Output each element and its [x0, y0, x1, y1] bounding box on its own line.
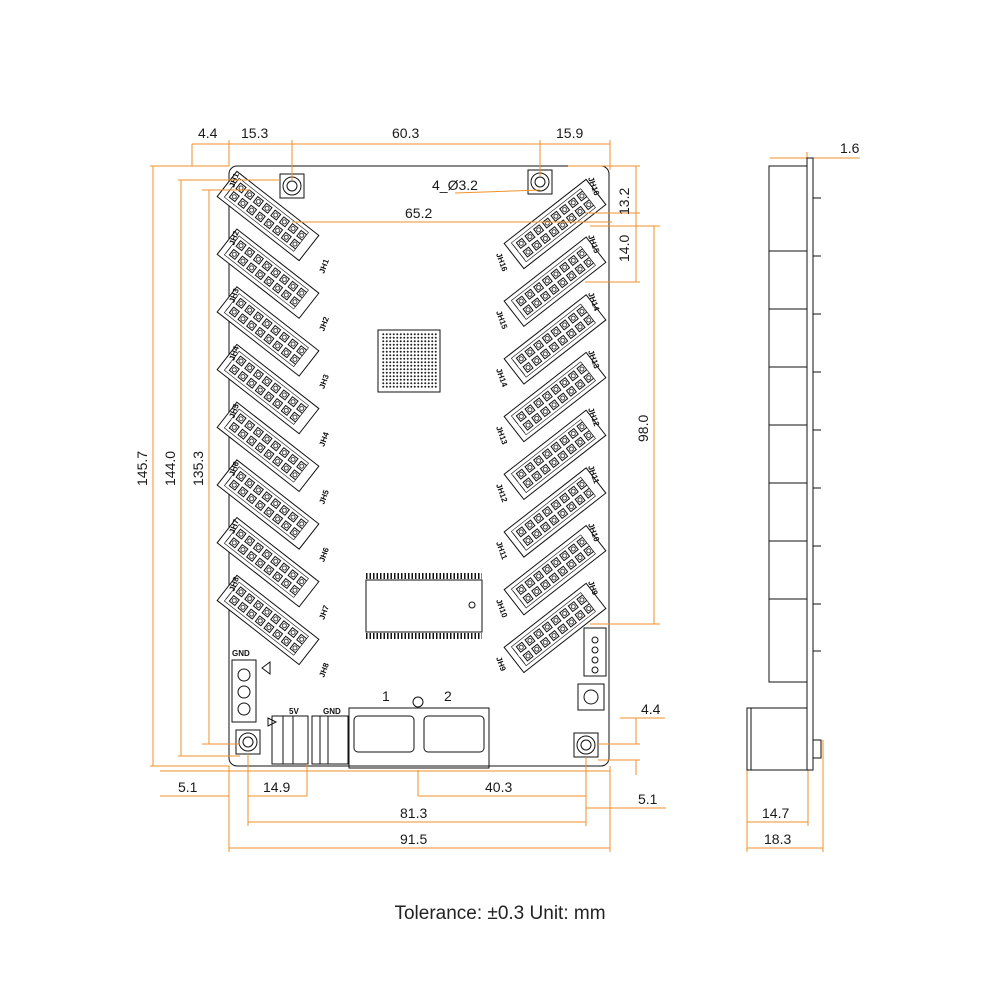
left-header-7 [216, 516, 320, 608]
left-header-label: JH1 [317, 257, 331, 274]
gnd-label: GND [232, 649, 250, 658]
dim-height-total: 145.7 [134, 451, 150, 486]
dim-thickness: 1.6 [840, 140, 860, 156]
dim-hole-left: 15.3 [241, 125, 268, 141]
dim-width-total: 91.5 [400, 831, 427, 847]
dimension-labels: 4.4 15.3 60.3 15.9 4_Ø3.2 65.2 13.2 14.0… [134, 125, 860, 847]
left-header-6 [216, 459, 320, 550]
left-header-2 [216, 228, 320, 320]
left-header-label: JH6 [317, 546, 331, 563]
right-header-label: JH13 [494, 425, 509, 447]
left-header-label: JH2 [317, 315, 331, 332]
dim-hole-right: 15.9 [556, 125, 583, 141]
right-header-label: JH16 [494, 252, 509, 274]
left-header-label: JH7 [317, 603, 331, 620]
dim-connector-span: 40.3 [485, 779, 512, 795]
mounting-hole-br [573, 732, 599, 758]
dim-connector-offset: 14.9 [263, 779, 290, 795]
dim-top-offset: 13.2 [616, 188, 632, 215]
right-header-label: JH14 [494, 367, 509, 389]
left-header-label: JH3 [317, 373, 331, 390]
five-v-label: 5V [289, 707, 299, 716]
dim-bottom-left-offset: 5.1 [178, 779, 198, 795]
dim-height-inner: 135.3 [190, 451, 206, 486]
left-header-label: JH8 [317, 661, 331, 678]
right-header-10 [503, 524, 607, 616]
right-header-13 [503, 351, 607, 443]
gnd2-label: GND [323, 707, 341, 716]
side-view [746, 157, 822, 771]
dim-edge-left: 4.4 [198, 125, 218, 141]
left-header-4 [216, 343, 320, 435]
bga-chip [377, 329, 441, 393]
dim-side-total: 18.3 [764, 831, 791, 847]
left-header-column: JH1JH1JH2JH2JH3JH3JH4JH4JH5JH5JH6JH6JH7J… [216, 170, 331, 679]
dim-header-height: 98.0 [635, 415, 651, 442]
dim-height-mid: 144.0 [162, 451, 178, 486]
right-header-9 [503, 582, 607, 674]
right-header-label: JH11 [494, 540, 509, 561]
dim-hole-spec: 4_Ø3.2 [432, 177, 478, 193]
port-1-label: 1 [382, 688, 390, 704]
dimension-lines [150, 140, 860, 852]
right-header-12 [503, 409, 607, 501]
tolerance-note: Tolerance: ±0.3 Unit: mm [394, 903, 606, 924]
right-header-16 [503, 178, 607, 270]
mounting-hole-bl [235, 729, 261, 755]
right-header-column: JH16JH16JH15JH15JH14JH14JH13JH13JH12JH12… [494, 176, 607, 674]
network-port: 1 2 [348, 688, 490, 769]
right-header-label: JH12 [494, 482, 509, 504]
right-header-label: JH15 [494, 309, 509, 331]
port-2-label: 2 [444, 688, 452, 704]
dim-bottom-right-edge: 5.1 [638, 791, 658, 807]
right-header-label: JH10 [494, 598, 509, 620]
left-header-label: JH4 [317, 430, 331, 447]
dim-header-span: 65.2 [405, 205, 432, 221]
right-header-11 [503, 467, 607, 558]
ic-chip [365, 573, 483, 639]
dc-connectors: 5V GND [267, 707, 349, 765]
left-header-5 [216, 401, 320, 493]
right-header-label: JH9 [494, 656, 508, 673]
dim-bottom-right-offset: 4.4 [641, 701, 661, 717]
left-header-label: JH5 [317, 488, 331, 505]
power-terminal: GND [231, 649, 271, 723]
left-header-1 [216, 170, 320, 262]
dim-header-pitch: 14.0 [616, 235, 632, 262]
small-connector [577, 627, 607, 711]
right-header-14 [503, 294, 607, 385]
right-header-15 [503, 236, 607, 328]
pcb-board [228, 165, 610, 767]
dim-hole-span: 60.3 [392, 125, 419, 141]
left-header-8 [216, 574, 320, 666]
left-header-3 [216, 286, 320, 377]
dim-side-depth: 14.7 [762, 805, 789, 821]
dim-hole-bottom-span: 81.3 [400, 805, 427, 821]
